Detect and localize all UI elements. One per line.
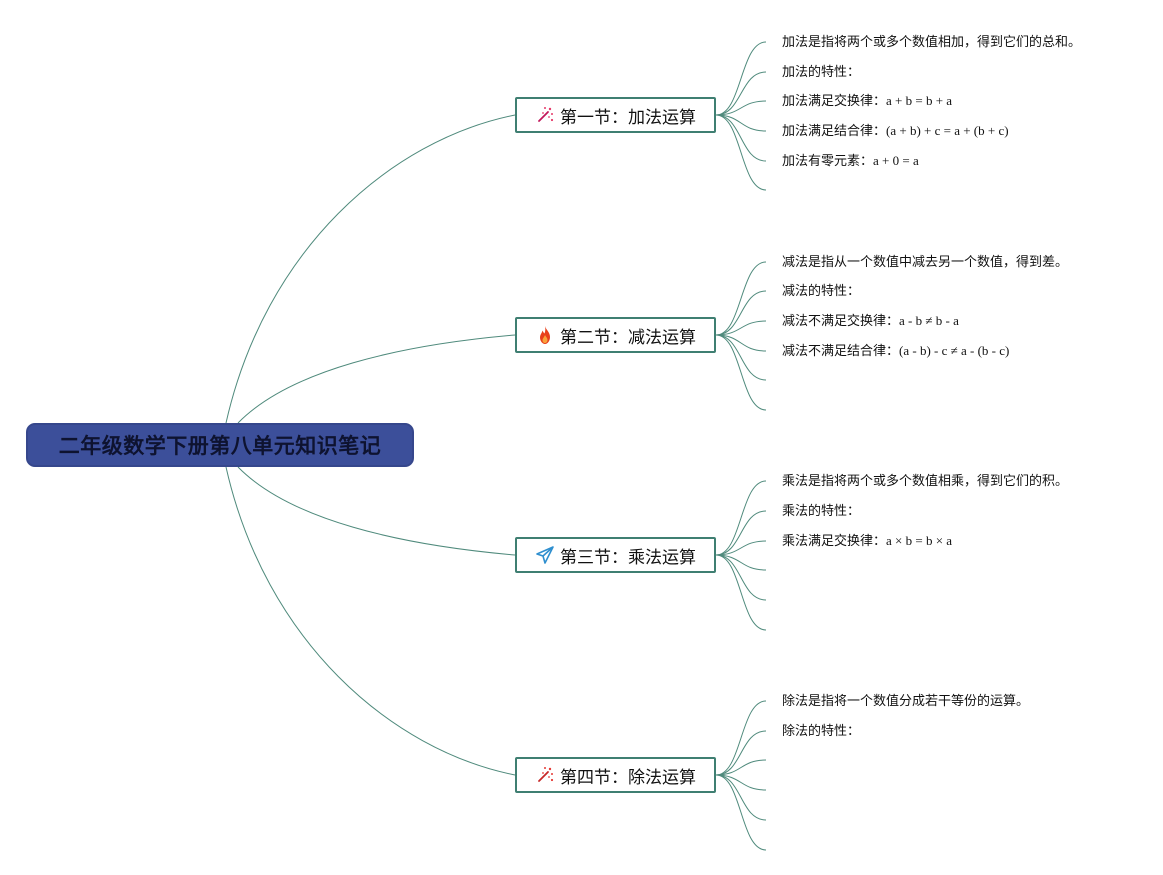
section-node-multiplication[interactable]: 第三节：乘法运算 [515, 537, 716, 573]
connector-section-leaf [715, 759, 767, 776]
connector-section-leaf [715, 71, 767, 116]
section-node-division[interactable]: 第四节：除法运算 [515, 757, 716, 793]
leaf-item[interactable]: 乘法的特性： [782, 504, 861, 519]
connector-root-section [225, 114, 516, 424]
connector-root-section [237, 466, 516, 556]
sparkle-wand-icon [535, 105, 555, 125]
connector-section-leaf [715, 41, 767, 116]
connector-section-leaf [715, 320, 767, 336]
connector-section-leaf [715, 554, 767, 601]
connector-section-leaf [715, 290, 767, 336]
connector-section-leaf [715, 774, 767, 851]
leaf-item[interactable]: 加法满足交换律：a + b = b + a [782, 93, 953, 109]
leaf-item[interactable]: 除法是指将一个数值分成若干等份的运算。 [782, 694, 1030, 709]
connector-section-leaf [715, 730, 767, 776]
root-topic-title: 二年级数学下册第八单元知识笔记 [58, 434, 382, 458]
leaf-item[interactable]: 加法是指将两个或多个数值相加，得到它们的总和。 [782, 35, 1082, 50]
leaf-item[interactable]: 加法满足结合律：(a + b) + c = a + (b + c) [782, 123, 1009, 139]
leaf-item[interactable]: 减法是指从一个数值中减去另一个数值，得到差。 [782, 255, 1069, 270]
connector-section-leaf [715, 114, 767, 162]
paper-plane-icon [535, 545, 555, 565]
connector-section-leaf [715, 261, 767, 336]
leaf-item[interactable]: 乘法满足交换律：a × b = b × a [782, 533, 953, 549]
connector-section-leaf [715, 700, 767, 776]
sparkle-wand-icon [535, 765, 555, 785]
connector-section-leaf [715, 774, 767, 791]
connector-section-leaf [715, 100, 767, 116]
connector-section-leaf [715, 540, 767, 556]
connector-root-section [225, 466, 516, 776]
leaf-item[interactable]: 乘法是指将两个或多个数值相乘，得到它们的积。 [782, 474, 1069, 489]
leaf-item[interactable]: 减法不满足结合律：(a - b) - c ≠ a - (b - c) [782, 343, 1010, 359]
leaf-item[interactable]: 除法的特性： [782, 724, 861, 739]
connector-section-leaf [715, 510, 767, 556]
connector-section-leaf [715, 334, 767, 411]
leaf-item[interactable]: 加法的特性： [782, 65, 861, 80]
fire-icon [535, 325, 555, 345]
leaf-item[interactable]: 加法有零元素：a + 0 = a [782, 153, 919, 169]
connector-section-leaf [715, 334, 767, 381]
section-title: 第四节：除法运算 [560, 767, 696, 788]
leaf-item[interactable]: 减法不满足交换律：a - b ≠ b - a [782, 313, 959, 329]
connector-section-leaf [715, 114, 767, 191]
connector-section-leaf [715, 114, 767, 132]
connector-section-leaf [715, 334, 767, 352]
section-title: 第二节：减法运算 [560, 327, 696, 348]
section-title: 第三节：乘法运算 [560, 547, 696, 568]
leaf-item[interactable]: 减法的特性： [782, 284, 861, 299]
connector-section-leaf [715, 480, 767, 556]
section-node-subtraction[interactable]: 第二节：减法运算 [515, 317, 716, 353]
connector-section-leaf [715, 554, 767, 631]
connector-root-section [237, 334, 516, 424]
connector-section-leaf [715, 774, 767, 821]
section-title: 第一节：加法运算 [560, 107, 696, 128]
section-node-addition[interactable]: 第一节：加法运算 [515, 97, 716, 133]
connector-section-leaf [715, 554, 767, 571]
root-topic[interactable]: 二年级数学下册第八单元知识笔记 [26, 423, 414, 467]
